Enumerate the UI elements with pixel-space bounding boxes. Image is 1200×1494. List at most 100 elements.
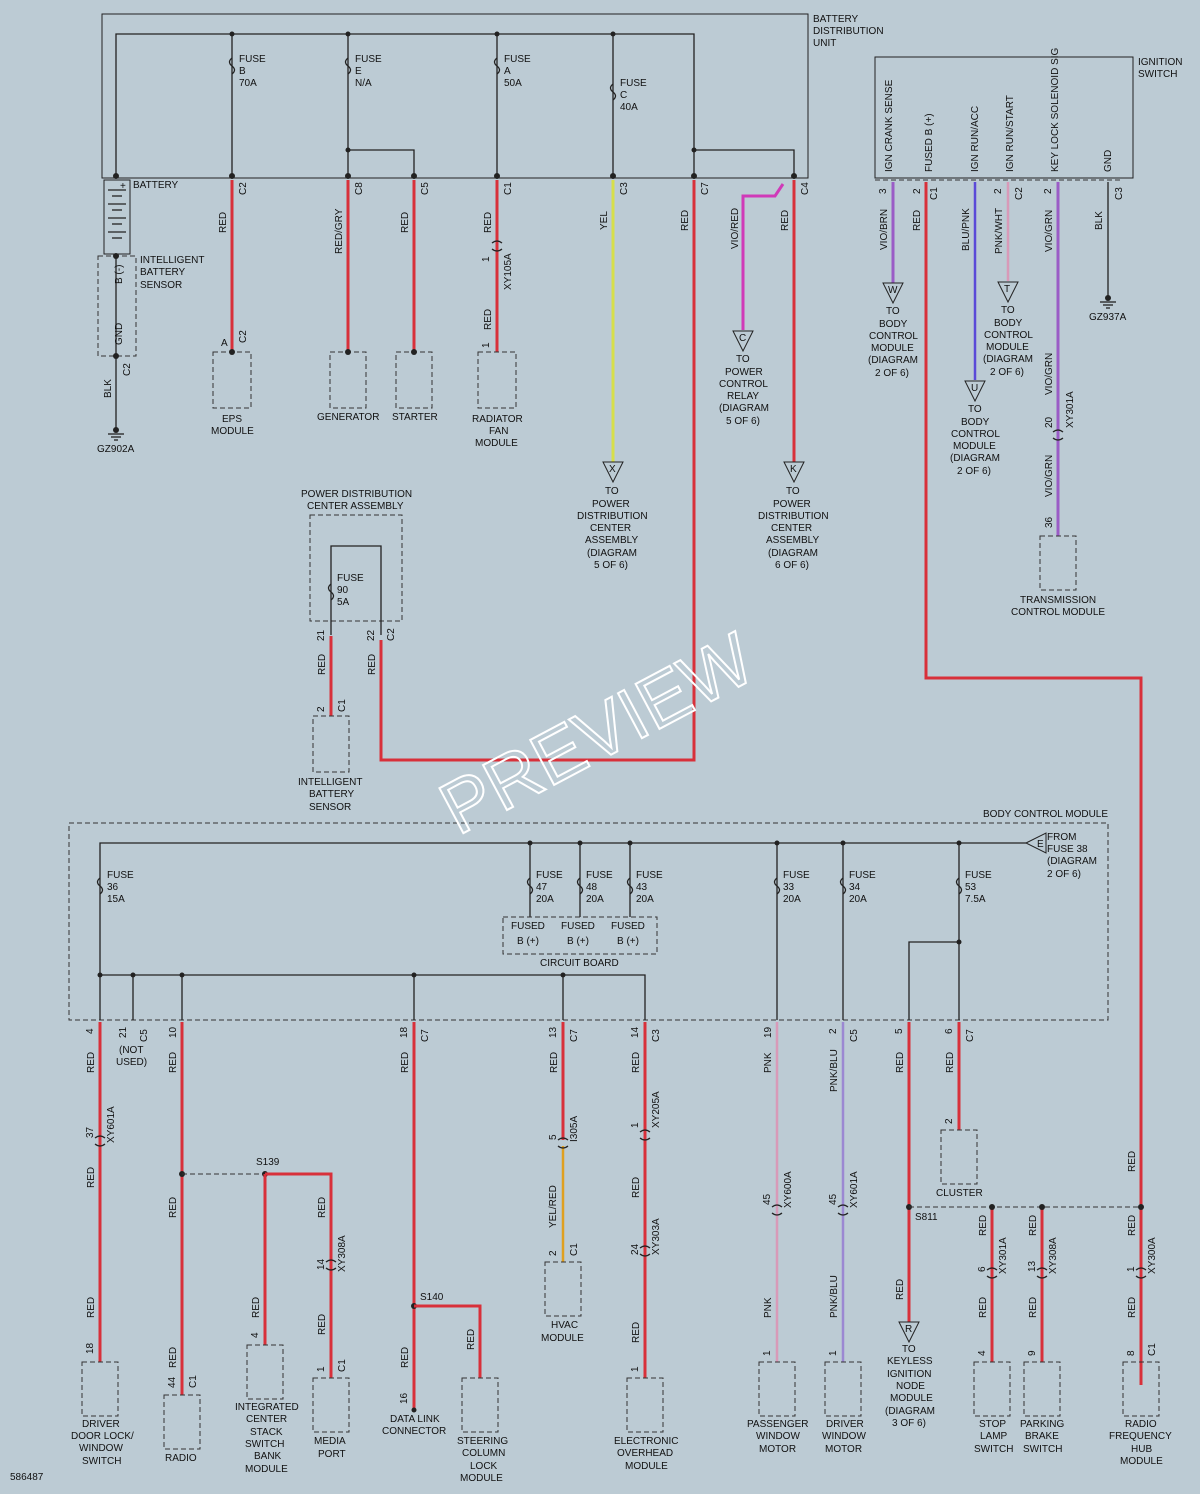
icsb-box	[246, 1344, 284, 1400]
battery-icon	[103, 179, 131, 255]
wire-red: RED	[680, 210, 691, 231]
bcm-dots	[97, 840, 962, 978]
conn-xy308a-2: XY308A	[1048, 1237, 1059, 1274]
arrow-w-icon	[882, 282, 904, 305]
dwm-box	[824, 1361, 862, 1417]
fuse-e-branch	[348, 149, 415, 178]
conn-c8: C8	[354, 182, 365, 195]
wire-red: RED	[895, 1052, 906, 1073]
inline-connector-icon	[837, 1204, 849, 1216]
fuse-c-l3: 40A	[620, 102, 638, 113]
fuse-icon	[344, 57, 352, 75]
svg-text:14: 14	[630, 1026, 641, 1038]
pdc6-0: TO	[786, 486, 800, 497]
bf47-l1: FUSE	[536, 870, 563, 881]
inline-connector-icon	[639, 1129, 651, 1141]
rfhm-2: HUB	[1131, 1444, 1152, 1455]
wire-blupnk-label: BLU/PNK	[961, 208, 972, 251]
hvac-1: MODULE	[541, 1333, 584, 1344]
conn-xy601a: XY601A	[106, 1106, 117, 1143]
bf34-l1: FUSE	[849, 870, 876, 881]
cb-fused-1: FUSED	[511, 921, 545, 932]
cb-b-1: B (+)	[517, 936, 539, 947]
conn-c3: C3	[619, 182, 630, 195]
generator-box	[329, 351, 367, 409]
pdc5-5: (DIAGRAM	[587, 548, 637, 559]
pdc5-4: ASSEMBLY	[585, 535, 638, 546]
c8-node	[345, 173, 351, 179]
conn-c7: C7	[700, 182, 711, 195]
bus-dot-3	[494, 31, 500, 37]
stop-0: STOP	[979, 1419, 1006, 1430]
pin-16: 16	[399, 1392, 410, 1404]
letter-k: K	[790, 464, 797, 475]
pin-2: 2	[548, 1250, 559, 1256]
s811-label: S811	[915, 1212, 938, 1223]
dwm-1: WINDOW	[822, 1431, 866, 1442]
fuse-a-l3: 50A	[504, 78, 522, 89]
ign-pin-runacc: IGN RUN/ACC	[970, 106, 981, 172]
pwm-box	[758, 1361, 796, 1417]
bf43-l2: 43	[636, 882, 648, 893]
bf53-l3: 7.5A	[965, 894, 986, 905]
wire-red: RED	[218, 212, 229, 233]
letter-u: U	[971, 383, 978, 394]
bcm-bus	[99, 842, 1026, 975]
hvac-0: HVAC	[551, 1320, 578, 1331]
sclm-0: STEERING	[457, 1436, 508, 1447]
fuse-icon	[526, 877, 534, 895]
wire-pnkwht-label: PNK/WHT	[994, 208, 1005, 254]
media-1: PORT	[318, 1449, 346, 1460]
bcmt-1: BODY	[994, 318, 1023, 329]
pin-14: 14	[316, 1258, 327, 1270]
arrow-r-icon	[898, 1321, 920, 1344]
battery-plus: +	[120, 181, 126, 192]
wire-red: RED	[631, 1052, 642, 1073]
sclm-box	[461, 1377, 499, 1433]
pin-2: 2	[993, 188, 1004, 194]
kinm-5: (DIAGRAM	[885, 1406, 935, 1417]
bcmt-3: MODULE	[986, 342, 1029, 353]
bcmu-2: CONTROL	[951, 429, 1000, 440]
bcm-from-0: FROM	[1047, 832, 1076, 843]
ibs2-l2: BATTERY	[309, 789, 355, 800]
kinm-6: 3 OF 6)	[892, 1418, 926, 1429]
bus-dot-1	[229, 31, 235, 37]
fuse-icon	[955, 877, 963, 895]
wire-red: RED	[367, 654, 378, 675]
pdc6-3: CENTER	[771, 523, 812, 534]
svg-text:5: 5	[894, 1028, 905, 1034]
letter-r: R	[905, 1324, 912, 1335]
pin-1: 1	[630, 1366, 641, 1372]
pdc5-6: 5 OF 6)	[594, 560, 628, 571]
pin-13: 13	[1027, 1260, 1038, 1272]
bcmw-1: BODY	[879, 319, 908, 330]
wire-yel-label: YEL	[599, 211, 610, 230]
fuse-icon	[839, 877, 847, 895]
conn-c4: C4	[800, 182, 811, 195]
rfhm-3: MODULE	[1120, 1456, 1163, 1467]
fuse-e-l3: N/A	[355, 78, 372, 89]
starter-node	[411, 349, 417, 355]
media-0: MEDIA	[314, 1436, 346, 1447]
bf43-l3: 20A	[636, 894, 654, 905]
inline-connector-icon	[1135, 1267, 1147, 1279]
conn-xy601a-2: XY601A	[849, 1171, 860, 1208]
bf36-l1: FUSE	[107, 870, 134, 881]
dd-3: SWITCH	[82, 1456, 121, 1467]
tcm-l1: TRANSMISSION	[1020, 595, 1096, 606]
pin-45: 45	[762, 1193, 773, 1205]
c7-node	[691, 173, 697, 179]
icsb-5: MODULE	[245, 1464, 288, 1475]
bf48-l2: 48	[586, 882, 598, 893]
bf48-l3: 20A	[586, 894, 604, 905]
svg-text:10: 10	[168, 1026, 179, 1038]
fuse-e-l2: E	[355, 66, 362, 77]
pwm-1: WINDOW	[756, 1431, 800, 1442]
park-1: BRAKE	[1025, 1431, 1059, 1442]
cb-b-3: B (+)	[617, 936, 639, 947]
svg-text:18: 18	[399, 1026, 410, 1038]
pdc5-0: TO	[605, 486, 619, 497]
conn-c1-ign: C1	[929, 187, 940, 200]
watermark: PREVIEW	[427, 617, 767, 851]
